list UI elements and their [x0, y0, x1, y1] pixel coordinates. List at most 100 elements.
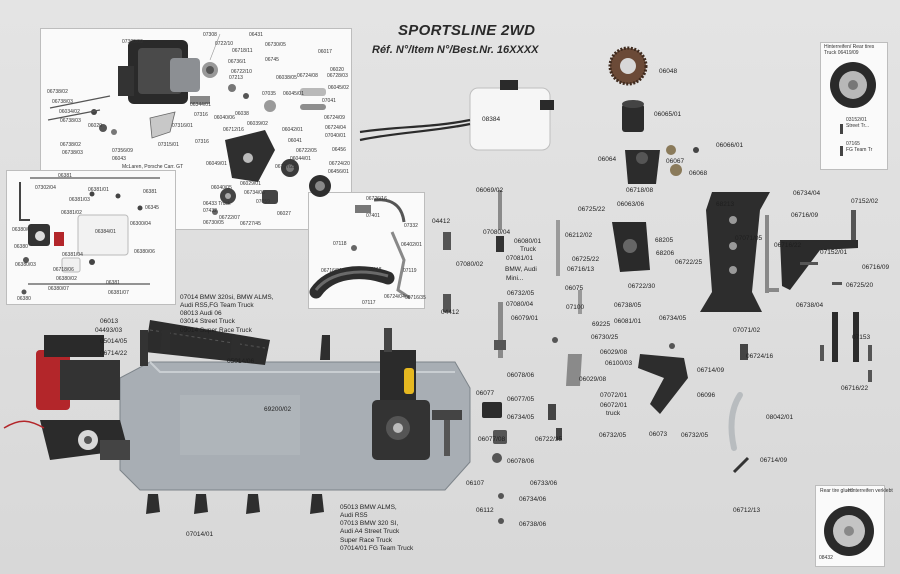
part-label: 06722/25: [675, 259, 703, 266]
part-label: 06067: [666, 158, 685, 165]
clutch-bell: [622, 100, 644, 132]
part-label: 06078/06: [507, 372, 535, 379]
part-label: 06077/05: [507, 396, 535, 403]
part-label: 06722/05: [296, 148, 317, 154]
part-label: 06734/05: [507, 414, 535, 421]
part-label: 06734/04: [793, 190, 821, 197]
part-label: 06077: [476, 390, 495, 397]
part-label: 06732/05: [599, 432, 627, 439]
part-label: 06027: [277, 211, 291, 217]
part-label: 07041: [322, 98, 336, 104]
front-suspension-assembly: [3, 335, 130, 460]
part-label: 06045/02: [328, 85, 349, 91]
part-label: 06381: [58, 173, 72, 179]
part-label: 06040/05: [211, 185, 232, 191]
part-label: 06716/09: [862, 264, 890, 271]
part-label: 06075: [565, 285, 584, 292]
part-label: 07059: [256, 199, 270, 205]
part-label: 06384/01: [95, 229, 116, 235]
part-label: 07332: [404, 223, 418, 229]
part-label: 07081/01: [506, 255, 534, 262]
exhaust-pipe: [309, 198, 411, 300]
part-label: 06738/04: [796, 302, 824, 309]
part-label: 0722/10: [215, 41, 234, 47]
part-label: 06738/03: [62, 150, 83, 156]
part-label: 06096: [697, 392, 716, 399]
page-title: SPORTSLINE 2WD: [398, 22, 536, 39]
part-label: 07401: [366, 213, 380, 219]
part-label: 06078/06: [507, 458, 535, 465]
part-label: 06734/05: [659, 315, 687, 322]
part-label: 06043: [112, 156, 126, 162]
part-label: 06716/13: [567, 266, 595, 273]
part-label: Truck: [520, 246, 537, 253]
part-label: 06380: [17, 296, 31, 302]
compat-line: 07014/01 FG Team Truck: [340, 544, 414, 552]
fuel-tank-08384: [359, 80, 554, 151]
compat-line: 05013 BMW ALMS,: [340, 504, 397, 511]
part-label: 06044/01: [290, 156, 311, 162]
part-label: 08042/01: [766, 414, 794, 421]
part-label: 06020: [88, 123, 102, 129]
part-label: 06029/08: [579, 376, 607, 383]
rear-tire-top: [830, 62, 876, 156]
bulkhead: [612, 222, 650, 272]
part-label: 07035: [262, 91, 276, 97]
rear-tire-sub-1: 03152/01: [846, 117, 867, 123]
engine-clutch-parts: [47, 33, 331, 215]
compat-line: Audi RS5,FG Team Truck: [180, 302, 254, 310]
rear-tire-bottom: [824, 506, 874, 556]
compat-line: 07014 BMW 320si, BMW ALMS,: [180, 294, 274, 301]
part-label: 06079/01: [511, 315, 539, 322]
part-label: 06724/16: [746, 353, 774, 360]
part-label: 06456/01: [328, 169, 349, 175]
rear-tire-glued-label: Rear tire glued: [820, 488, 853, 494]
part-label: 07315/01: [158, 142, 179, 148]
part-label: 07119: [403, 268, 417, 274]
part-label: 06732/05: [681, 432, 709, 439]
part-label: 06745: [265, 57, 279, 63]
part-label: 06725/22: [578, 206, 606, 213]
compat-line: Super Race Truck: [340, 536, 393, 544]
part-label: 07300/09: [122, 39, 143, 45]
part-label: 06069/02: [476, 187, 504, 194]
part-label: 06726/16: [366, 196, 387, 202]
part-label: 06381/01: [88, 187, 109, 193]
compat-line: 03014 Street Truck: [180, 318, 235, 326]
part-label: 06381/03: [69, 197, 90, 203]
rear-tires-code: Truck 06419/09: [824, 50, 859, 56]
spur-gear: [608, 46, 648, 86]
part-label: 06722/10: [231, 69, 252, 75]
part-label: 06724/04: [325, 125, 346, 131]
part-label: 06107: [466, 480, 485, 487]
rear-tire-verklebt-label: Hinterreifen verklebt: [848, 488, 893, 494]
part-label: 06730/05: [265, 42, 286, 48]
part-label: 06112: [476, 507, 494, 514]
part-label: 07071/02: [733, 327, 761, 334]
part-label: 06716/35: [405, 295, 426, 301]
part-label: 05014/05: [100, 338, 128, 345]
part-label: 06712/13: [733, 507, 761, 514]
part-label: 06725/20: [846, 282, 874, 289]
part-label: 07316: [195, 139, 209, 145]
body-posts: [146, 330, 330, 514]
part-label: 06039/02: [247, 121, 268, 127]
part-label: 06381: [143, 189, 157, 195]
part-label: 07118: [333, 241, 347, 247]
part-label: 07117: [362, 300, 376, 306]
part-label: 06212/02: [565, 232, 593, 239]
part-label: 06714/09: [760, 457, 788, 464]
rear-tire-bottom-code: 08432: [819, 555, 833, 561]
part-label: 07072/01: [600, 392, 628, 399]
engine-block: [118, 40, 218, 139]
compat-line: 09014 Super Race Truck: [180, 326, 252, 334]
part-label: 06029/01: [240, 181, 261, 187]
part-label: 07080/04: [506, 301, 534, 308]
part-label: Mini...: [506, 275, 524, 282]
part-label: McLaren, Porsche Carr. GT: [122, 164, 184, 170]
part-label: 07080/04: [483, 229, 511, 236]
part-label: 06433 Truck: [203, 201, 231, 207]
part-label: 06041: [288, 138, 302, 144]
part-label: 06063/06: [617, 201, 645, 208]
